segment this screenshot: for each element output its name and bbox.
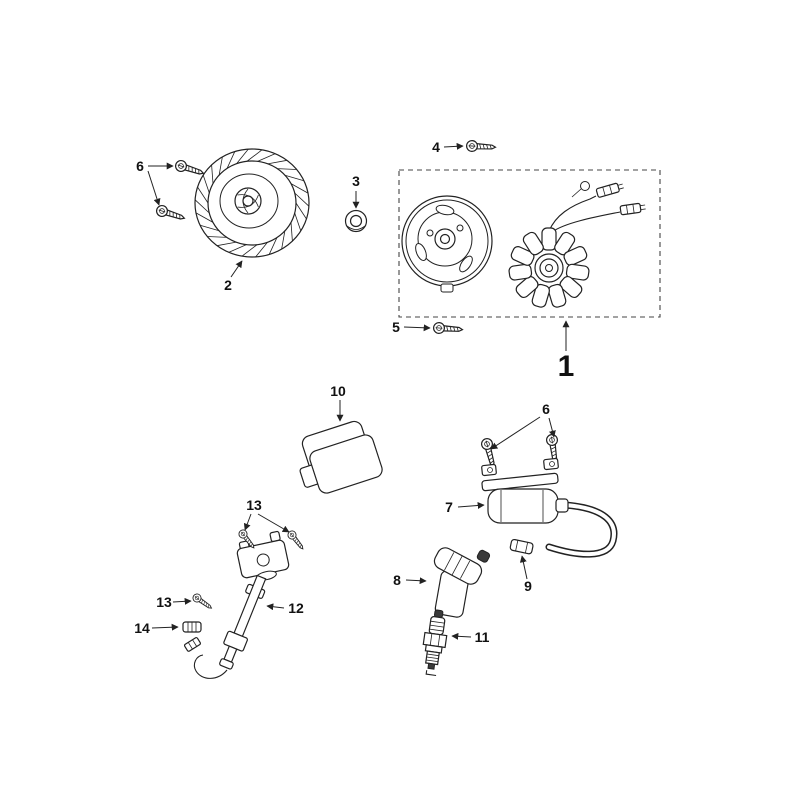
cdi-mount-part10 (299, 420, 383, 494)
sensor-bracket (236, 530, 290, 581)
fan-wheel-part2 (194, 148, 310, 258)
wiring-connector-a (595, 182, 624, 198)
wiring-connector-b (619, 202, 646, 216)
sensor-wire (193, 654, 228, 679)
screw-part13-c (190, 591, 215, 612)
callout-7: 7 (445, 499, 453, 515)
coil-bracket (481, 457, 559, 492)
ignition-coil-part7 (481, 457, 618, 558)
bushing-part14 (182, 621, 202, 633)
flywheel-rotor-part1 (401, 195, 493, 293)
callout-11: 11 (475, 629, 490, 645)
screw-part6-b (154, 203, 187, 224)
fan-fins (194, 148, 310, 258)
stator-wiring (548, 181, 646, 233)
sensor-connector (183, 637, 201, 652)
stator-part1 (508, 227, 590, 308)
callout-8: 8 (393, 572, 401, 588)
callout-5: 5 (392, 319, 400, 335)
callout-3: 3 (352, 173, 360, 189)
callout-10: 10 (330, 383, 346, 399)
screw-part6-c (479, 436, 499, 469)
callout-13-top: 13 (246, 497, 262, 513)
cap-nipple (476, 549, 491, 563)
coil-body (487, 488, 559, 524)
spark-plug-part11 (422, 609, 448, 677)
sensor-assembly-part12 (183, 530, 290, 679)
sleeve-part9 (509, 538, 534, 555)
assembly-group-box (398, 169, 661, 318)
callout-12: 12 (288, 600, 304, 616)
stator-center (534, 253, 564, 283)
screw-part13-b (285, 528, 307, 552)
sensor-tube (219, 574, 267, 670)
callout-14: 14 (134, 620, 150, 636)
screw-part5 (432, 321, 464, 336)
callout-4: 4 (432, 139, 440, 155)
callout-9: 9 (524, 578, 532, 594)
spark-plug-cap-part8 (433, 547, 491, 618)
nut-part3 (344, 209, 368, 233)
callout-13-left: 13 (156, 594, 172, 610)
screw-part6-a (173, 158, 206, 179)
coil-wire-nipple (555, 498, 569, 513)
leader-lines (147, 142, 570, 640)
screw-part4 (465, 139, 497, 154)
callout-6-top: 6 (136, 158, 144, 174)
callout-2: 2 (224, 277, 232, 293)
callout-1: 1 (558, 350, 575, 383)
callout-6-coil: 6 (542, 401, 550, 417)
